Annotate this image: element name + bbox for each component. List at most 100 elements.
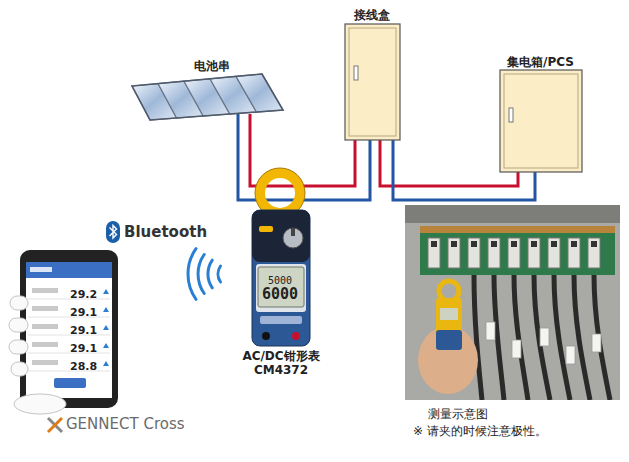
site-photo-part-part [512, 340, 521, 358]
smartphone [20, 250, 118, 408]
app-logo-text-slot: GENNECT Cross [66, 415, 186, 433]
site-photo-part [474, 275, 610, 400]
app-logo-mark-part [48, 418, 62, 432]
combiner-cabinet [500, 70, 582, 172]
meter-reading: 6000 [262, 286, 298, 303]
photo-caption: 测量示意图 [428, 408, 488, 422]
clamp-meter-part [262, 332, 270, 340]
smartphone-part [30, 267, 52, 272]
junction-box-node: 接线盒 [340, 4, 406, 140]
smartphone-part [28, 335, 110, 336]
smartphone-part [103, 289, 109, 294]
phone-reading: 29.1 [70, 307, 97, 320]
site-photo-part [486, 322, 601, 364]
phone-reading-slot: 29.1 [70, 338, 99, 356]
site-photo-part-part [494, 275, 504, 400]
smartphone-part [28, 371, 110, 372]
site-photo-part-part [448, 238, 460, 268]
site-photo-part-part [548, 238, 560, 268]
glove-hand-part [9, 340, 28, 354]
phone-reading: 29.2 [70, 289, 97, 302]
junction-cabinet-part [349, 28, 396, 136]
phone-reading: 29.1 [70, 325, 97, 338]
site-photo-part-part [491, 241, 497, 247]
glove-hand [9, 296, 66, 414]
site-photo-part [420, 233, 615, 275]
site-photo-part [428, 238, 600, 268]
smartphone-part [54, 378, 86, 388]
smartphone-part [32, 324, 58, 329]
combiner-cabinet-part [500, 70, 582, 172]
phone-reading: 29.1 [70, 343, 97, 356]
site-photo-part [431, 241, 597, 247]
bluetooth-icon-part [106, 221, 120, 243]
phone-reading-slot: 29.2 [70, 284, 99, 302]
site-photo-part-part [451, 241, 457, 247]
glove-hand-part [11, 362, 28, 376]
combiner-box-node: 集电箱/PCS [490, 50, 590, 172]
site-photo-part [436, 298, 462, 350]
site-photo-part [420, 226, 615, 233]
combiner-cabinet-part [509, 108, 513, 122]
solar-panel [132, 74, 283, 120]
panel-string-node: 电池串 [130, 52, 290, 114]
bluetooth-waves-part [198, 255, 204, 294]
site-photo-part-part [592, 334, 601, 352]
bluetooth-waves-part [218, 266, 221, 282]
site-photo-part-part [528, 238, 540, 268]
meter-reading-slot: 6000 [262, 285, 300, 303]
clamp-meter-part [252, 210, 310, 346]
combiner-box-label-slot: 集电箱/PCS [507, 52, 575, 70]
smartphone-part [103, 307, 109, 312]
clamp-meter-part [260, 173, 300, 213]
smartphone-part [32, 342, 58, 347]
clamp-meter-part [283, 228, 303, 248]
smartphone-part [32, 360, 58, 365]
solar-panel-part [236, 74, 283, 112]
photo-caption-slot: 测量示意图 [428, 404, 489, 422]
polarity-note: ※ 请夹的时候注意极性。 [413, 425, 547, 439]
site-photo-part [405, 205, 620, 400]
site-photo-part-part [554, 275, 570, 400]
smartphone-part [32, 288, 58, 293]
smartphone-part [103, 325, 109, 330]
site-photo-part-part [540, 328, 549, 346]
bluetooth-icon [106, 221, 120, 243]
app-logo-text: GENNECT Cross [66, 416, 185, 433]
clamp-meter-part [259, 226, 273, 232]
smartphone-part [26, 262, 112, 398]
junction-cabinet-part [354, 66, 358, 80]
site-photo [405, 205, 620, 400]
meter-reading: 5000 [268, 275, 292, 287]
app-logo-mark [48, 418, 62, 432]
smartphone-part [103, 361, 109, 366]
app-logo-mark-part [48, 418, 62, 432]
site-photo-part-part [471, 241, 477, 247]
site-photo-part-part [571, 241, 577, 247]
panel-label-slot: 电池串 [194, 56, 231, 74]
phone-reading: 28.8 [70, 361, 97, 374]
bluetooth-wordmark: Bluetooth [124, 224, 207, 241]
site-photo-part-part [514, 275, 528, 400]
site-photo-part-part [574, 275, 590, 400]
clamp-meter-part [256, 264, 306, 312]
site-photo-part-part [488, 238, 500, 268]
bluetooth-waves-part [208, 260, 212, 288]
site-photo-part-part [591, 241, 597, 247]
site-photo-part-part [431, 241, 437, 247]
meter-model-label: AC/DC钳形表 CM4372 [226, 350, 336, 378]
site-photo-part-part [468, 238, 480, 268]
bluetooth-icon-part [110, 226, 117, 239]
site-photo-part [405, 205, 620, 223]
polarity-note-slot: ※ 请夹的时候注意极性。 [413, 421, 548, 439]
junction-cabinet [345, 24, 400, 140]
bluetooth-wordmark-slot: Bluetooth [124, 223, 209, 241]
site-photo-part-part [566, 346, 575, 364]
solar-panel-part [132, 74, 283, 120]
meter-model-label-slot: AC/DC钳形表 CM4372 [226, 350, 336, 378]
clamp-meter-part [258, 267, 304, 307]
glove-hand-part [9, 318, 28, 332]
clamp-meter [252, 168, 310, 346]
clamp-meter-part [252, 210, 310, 262]
